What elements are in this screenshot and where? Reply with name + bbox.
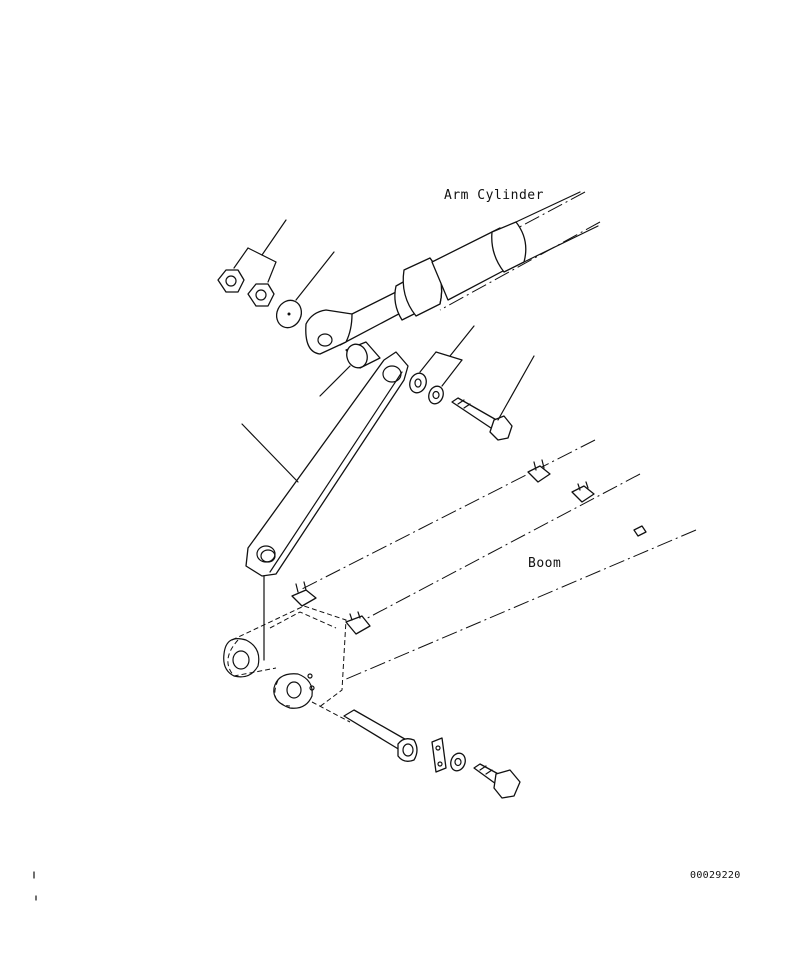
lock-plate [431,737,447,773]
arm-cylinder [305,191,599,355]
nut-pair [217,269,275,307]
hose-clamps [291,459,647,635]
lower-bolt [473,763,521,799]
lower-washer [450,752,466,772]
margin-marks [33,871,37,901]
washer-pair [409,372,444,405]
bushing [319,341,381,397]
leader-nuts [233,219,287,283]
boom-bracket [223,575,347,709]
boom-label: Boom [528,556,562,571]
link-bar [241,351,409,577]
arm-cylinder-label: Arm Cylinder [444,188,544,203]
leader-washers [419,325,475,387]
drawing-number: 00029220 [690,870,741,881]
lower-pin [311,701,418,762]
shim-disk [275,251,335,329]
boom-centerlines [299,439,697,681]
upper-bolt [451,355,535,441]
